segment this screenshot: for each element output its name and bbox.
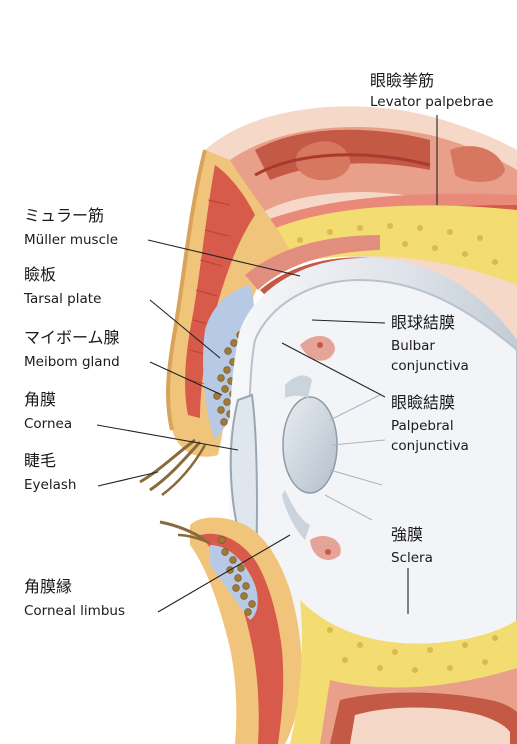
label-tarsal-plate: 瞼板 Tarsal plate [23,265,101,307]
label-eyelash: 睫毛 Eyelash [24,451,76,493]
label-cornea-jp: 角膜 [24,390,56,409]
label-muller-jp: ミュラー筋 [24,206,104,225]
label-sclera-jp: 強膜 [391,525,423,544]
label-limbus-jp: 角膜縁 [24,577,72,596]
label-levator-jp: 眼瞼挙筋 [370,71,434,90]
label-meibom-gland: マイボーム腺 Meibom gland [24,328,120,370]
label-bulbar-jp: 眼球結膜 [391,313,455,332]
label-levator-en: Levator palpebrae [370,94,493,110]
label-muller-en: Müller muscle [24,232,118,248]
label-tarsal-en: Tarsal plate [23,291,101,307]
label-muller-muscle: ミュラー筋 Müller muscle [24,206,118,248]
label-limbus-en: Corneal limbus [24,603,125,619]
label-sclera-en: Sclera [391,550,433,566]
label-meibom-jp: マイボーム腺 [24,328,120,347]
label-tarsal-jp: 瞼板 [24,265,56,284]
label-palpebral-en1: Palpebral [391,418,454,434]
label-bulbar-en2: conjunctiva [391,358,469,374]
label-palpebral-en2: conjunctiva [391,438,469,454]
label-meibom-en: Meibom gland [24,354,120,370]
label-cornea-en: Cornea [24,416,72,432]
label-eyelash-jp: 睫毛 [24,451,56,470]
label-palpebral-jp: 眼瞼結膜 [391,393,455,412]
lens [283,397,337,493]
label-levator-palpebrae: 眼瞼挙筋 Levator palpebrae [370,71,493,110]
label-eyelash-en: Eyelash [24,477,76,493]
label-corneal-limbus: 角膜縁 Corneal limbus [24,577,125,619]
label-bulbar-en1: Bulbar [391,338,435,354]
label-cornea: 角膜 Cornea [24,390,72,432]
